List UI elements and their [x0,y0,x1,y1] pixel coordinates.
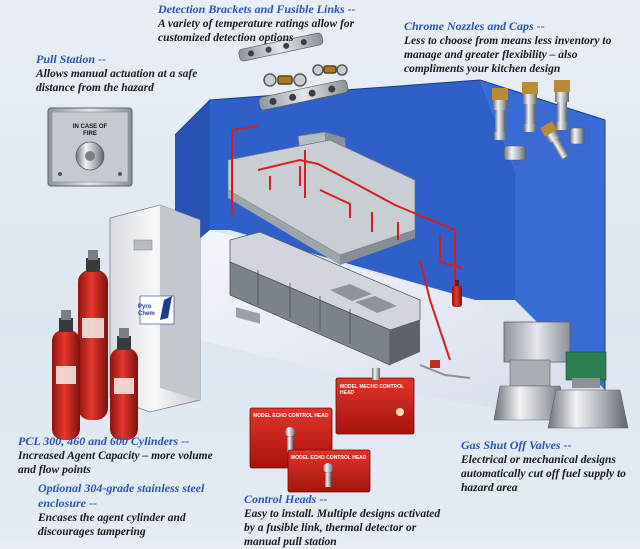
callout-nozzles-desc: Less to choose from means less inventory… [404,35,612,75]
callout-detection-title: Detection Brackets and Fusible Links -- [158,2,356,16]
callout-pcl-desc: Increased Agent Capacity – more volume a… [18,450,213,476]
callout-pcl-title: PCL 300, 460 and 600 Cylinders -- [18,434,190,448]
agent-piping [231,125,463,361]
callout-detection-desc: A variety of temperature ratings allow f… [158,18,355,44]
callout-gas-title: Gas Shut Off Valves -- [461,438,572,452]
pull-station-unit [47,107,133,187]
control-head-echo-label-2: MODEL ECHO CONTROL HEAD [291,455,367,461]
callout-detection: Detection Brackets and Fusible Links -- … [158,2,408,45]
cooking-appliances [229,231,421,366]
detection-brackets [238,32,349,111]
callout-pull-station: Pull Station -- Allows manual actuation … [36,52,231,95]
callout-enclosure: Optional 304-grade stainless steel enclo… [38,481,218,539]
callout-cylinders: PCL 300, 460 and 600 Cylinders -- Increa… [18,434,218,477]
wall-extinguisher [452,280,462,307]
callout-gas-valves: Gas Shut Off Valves -- Electrical or mec… [461,438,639,495]
control-heads [249,368,415,493]
callout-pull-title: Pull Station -- [36,52,107,66]
enclosure-brand-label: Pyro Chem [138,304,155,317]
chrome-nozzles [492,80,585,161]
exhaust-hood [227,131,416,265]
callout-enclosure-desc: Encases the agent cylinder and discourag… [38,512,186,538]
callout-nozzles-title: Chrome Nozzles and Caps -- [404,19,545,33]
gas-line [419,360,471,379]
callout-control-heads: Control Heads -- Easy to install. Multip… [244,492,444,549]
control-head-mecho-label: MODEL MECHO CONTROL HEAD [340,384,404,396]
agent-cylinders [52,250,138,440]
callout-enclosure-title: Optional 304-grade stainless steel enclo… [38,481,205,510]
control-head-echo-label-1: MODEL ECHO CONTROL HEAD [253,413,329,419]
gas-valves [493,321,629,429]
callout-pull-desc: Allows manual actuation at a safe distan… [36,68,198,94]
pull-station-plate-label: IN CASE OF FIRE [72,124,108,137]
callout-nozzles: Chrome Nozzles and Caps -- Less to choos… [404,19,636,76]
callout-gas-desc: Electrical or mechanical designs automat… [461,454,626,494]
callout-control-title: Control Heads -- [244,492,328,506]
